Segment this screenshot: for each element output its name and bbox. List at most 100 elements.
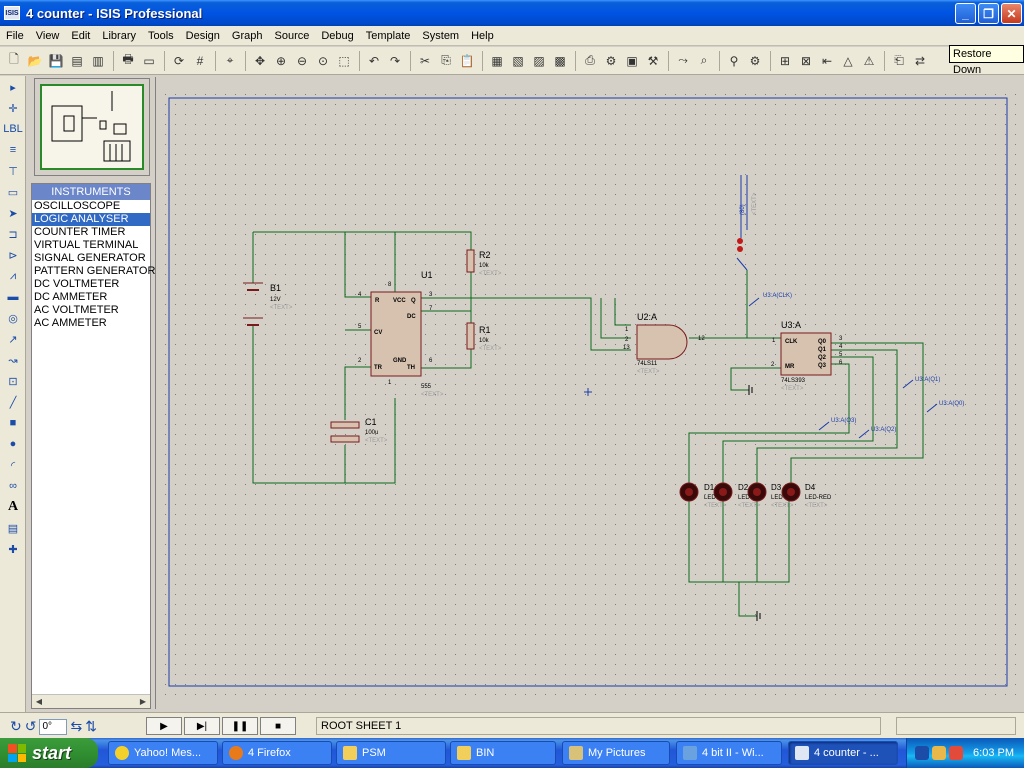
instrument-ac-ammeter[interactable]: AC AMMETER <box>34 317 107 329</box>
task-4-counter[interactable]: 4 counter - ... <box>788 741 898 765</box>
arc-icon[interactable]: ◜ <box>10 459 16 472</box>
import-icon[interactable]: ▤ <box>71 53 83 68</box>
instrument-ac-voltmeter[interactable]: AC VOLTMETER <box>34 304 119 316</box>
start-button[interactable]: start <box>0 738 98 768</box>
cut-icon[interactable]: ✂ <box>419 53 431 68</box>
erc-icon[interactable]: ⚠ <box>863 53 875 68</box>
zoom-in-icon[interactable]: ⊕ <box>275 53 287 68</box>
junction-icon[interactable]: ✛ <box>8 102 18 115</box>
task-my-pictures[interactable]: My Pictures <box>562 741 670 765</box>
virtual-instruments-icon[interactable]: ⊡ <box>8 375 18 388</box>
task-firefox[interactable]: 4 Firefox <box>222 741 332 765</box>
instrument-logic-analyser[interactable]: LOGIC ANALYSER <box>32 213 150 226</box>
menu-graph[interactable]: Graph <box>231 29 263 42</box>
stop-button[interactable]: ■ <box>260 717 296 735</box>
search-tag-icon[interactable]: ⌕ <box>700 53 708 67</box>
instrument-virtual-terminal[interactable]: VIRTUAL TERMINAL <box>34 239 139 251</box>
overview-window[interactable] <box>34 78 150 176</box>
packaging-icon[interactable]: ▣ <box>626 53 638 68</box>
menu-tools[interactable]: Tools <box>147 29 174 42</box>
instrument-pattern-generator[interactable]: PATTERN GENERATOR <box>34 265 156 277</box>
instruments-scrollbar[interactable]: ◀ ▶ <box>32 694 150 708</box>
origin-icon[interactable]: ⌖ <box>226 53 234 67</box>
pause-button[interactable]: ❚❚ <box>222 717 258 735</box>
grid-icon[interactable]: # <box>196 53 204 68</box>
marker-icon[interactable]: ✚ <box>8 543 18 556</box>
menu-view[interactable]: View <box>35 29 60 42</box>
select-mode-icon[interactable]: ▸ <box>10 81 16 94</box>
task-psm[interactable]: PSM <box>336 741 446 765</box>
menu-system[interactable]: System <box>422 29 460 42</box>
new-sheet-icon[interactable]: ⊞ <box>779 53 791 68</box>
netlist-icon[interactable]: ⎗ <box>894 53 904 67</box>
tray-messenger-icon[interactable] <box>932 746 947 760</box>
task-bin[interactable]: BIN <box>450 741 556 765</box>
pan-icon[interactable]: ✥ <box>254 53 266 68</box>
generator-icon[interactable]: ◎ <box>8 312 18 325</box>
block-delete-icon[interactable]: ▩ <box>554 53 566 68</box>
device-pins-icon[interactable]: ⊳ <box>8 249 18 262</box>
text-icon[interactable]: A <box>7 499 19 514</box>
menu-edit[interactable]: Edit <box>71 29 91 42</box>
component-mode-icon[interactable]: ➤ <box>8 207 18 220</box>
zoom-area-icon[interactable]: ⬚ <box>338 53 350 68</box>
instrument-oscilloscope[interactable]: OSCILLOSCOPE <box>34 200 121 212</box>
tray-expand-icon[interactable] <box>915 746 930 760</box>
menu-debug[interactable]: Debug <box>321 29 354 42</box>
current-probe-icon[interactable]: ↝ <box>8 354 18 367</box>
graph-icon[interactable]: ⩘ <box>9 269 17 282</box>
block-copy-icon[interactable]: ▦ <box>491 53 503 68</box>
tray-app-icon[interactable] <box>949 746 964 760</box>
isis-app-icon[interactable]: ISIS <box>4 6 20 20</box>
instrument-signal-generator[interactable]: SIGNAL GENERATOR <box>34 252 146 264</box>
step-button[interactable]: ▶| <box>184 717 220 735</box>
pick-device-icon[interactable]: ⎙ <box>585 53 595 67</box>
open-file-icon[interactable]: 📂 <box>27 53 43 68</box>
path-icon[interactable]: ∞ <box>9 480 17 492</box>
menu-library[interactable]: Library <box>102 29 136 42</box>
scroll-right-icon[interactable]: ▶ <box>139 697 147 706</box>
property-assignment-icon[interactable]: ⚲ <box>729 53 739 68</box>
redo-icon[interactable]: ↷ <box>389 53 401 68</box>
terminals-icon[interactable]: ⊐ <box>8 228 18 241</box>
menu-file[interactable]: File <box>6 29 24 42</box>
remove-sheet-icon[interactable]: ⊠ <box>800 53 812 68</box>
print-icon[interactable]: 🖶 <box>122 52 134 66</box>
design-explorer-icon[interactable]: ⚙ <box>749 53 761 68</box>
copy-icon[interactable]: ⎘ <box>441 53 451 67</box>
minimize-button[interactable]: _ <box>955 3 976 24</box>
overview-thumbnail[interactable] <box>40 84 144 170</box>
restore-button[interactable]: ❐ <box>978 3 999 24</box>
task-yahoo-messenger[interactable]: Yahoo! Mes... <box>108 741 218 765</box>
rotate-cw-icon[interactable]: ↻ <box>10 718 22 734</box>
schematic-canvas[interactable]: B1 12V <TEXT> R2 10k <TEXT> R1 10k <TEXT… <box>155 77 1023 709</box>
refresh-icon[interactable]: ⟳ <box>173 53 185 68</box>
paste-icon[interactable]: 📋 <box>459 53 475 68</box>
rotate-ccw-icon[interactable]: ↺ <box>24 718 37 734</box>
text-script-icon[interactable]: ≡ <box>9 144 17 156</box>
tape-recorder-icon[interactable]: ▬ <box>7 291 19 303</box>
decompose-icon[interactable]: ⚒ <box>647 53 659 68</box>
instrument-dc-voltmeter[interactable]: DC VOLTMETER <box>34 278 120 290</box>
circle-icon[interactable]: ● <box>9 438 17 450</box>
exit-to-parent-icon[interactable]: ⇤ <box>821 53 833 68</box>
mirror-y-icon[interactable]: ⇅ <box>85 718 97 734</box>
instrument-counter-timer[interactable]: COUNTER TIMER <box>34 226 126 238</box>
save-icon[interactable]: 💾 <box>48 53 64 68</box>
instrument-dc-ammeter[interactable]: DC AMMETER <box>34 291 108 303</box>
mirror-x-icon[interactable]: ⇆ <box>70 718 83 734</box>
zoom-out-icon[interactable]: ⊖ <box>296 53 308 68</box>
export-icon[interactable]: ▥ <box>92 53 104 68</box>
close-button[interactable]: ✕ <box>1001 3 1022 24</box>
box-icon[interactable]: ■ <box>9 417 17 429</box>
line-icon[interactable]: ╱ <box>9 396 17 409</box>
voltage-probe-icon[interactable]: ↗ <box>8 333 18 346</box>
clock[interactable]: 6:03 PM <box>973 747 1014 759</box>
subcircuit-icon[interactable]: ▭ <box>7 186 19 199</box>
undo-icon[interactable]: ↶ <box>368 53 380 68</box>
symbol-icon[interactable]: ▤ <box>7 522 19 535</box>
wire-label-icon[interactable]: LBL <box>3 123 23 135</box>
menu-source[interactable]: Source <box>274 29 310 42</box>
new-file-icon[interactable]: 🗋 <box>9 52 19 66</box>
play-button[interactable]: ▶ <box>146 717 182 735</box>
